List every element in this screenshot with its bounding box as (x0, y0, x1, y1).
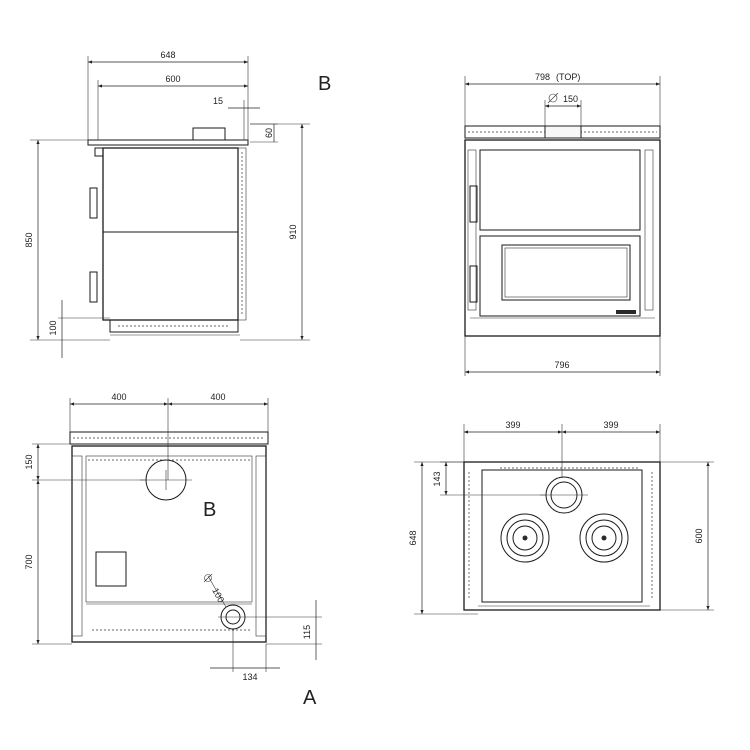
front-view: 798 (TOP) 150 796 (464, 72, 661, 376)
front-oven-window (501, 244, 631, 301)
side-plinth (109, 319, 239, 333)
label-view-b-plan: B (203, 499, 216, 521)
top-hob (481, 469, 643, 603)
rear-left-rail (71, 455, 83, 637)
dim-399-right-text: 399 (603, 420, 618, 430)
dim-798-text: 798 (535, 72, 550, 82)
label-view-b-top: B (318, 73, 331, 95)
dim-150-rear-text: 150 (24, 454, 34, 469)
dim-150-text: 150 (563, 94, 578, 104)
dim-600-top-text: 600 (694, 528, 704, 543)
side-rear-strip (237, 147, 247, 321)
label-view-a: A (303, 687, 317, 709)
top-hotplate-right (579, 513, 629, 563)
dim-100-outlet-text: 100 (210, 586, 226, 604)
rear-panel (85, 455, 253, 603)
top-view: 399 399 143 648 600 (408, 420, 714, 615)
side-top-plate (87, 139, 249, 146)
dim-700-text: 700 (24, 554, 34, 569)
dim-134-text: 134 (242, 672, 257, 682)
front-oven-window-inner (504, 247, 628, 298)
dim-100-leader (207, 575, 227, 608)
diameter-slash-rear (203, 573, 213, 583)
front-handle-upper (469, 185, 478, 223)
front-handle-lower (469, 265, 478, 303)
dim-798-note: (TOP) (556, 72, 580, 82)
front-lower-door (479, 235, 641, 317)
dim-600-text: 600 (165, 74, 180, 84)
front-right-strip (644, 149, 654, 311)
side-handle-lower (89, 271, 98, 303)
dim-796-text: 796 (554, 360, 569, 370)
front-body (464, 139, 661, 337)
rear-body (71, 445, 267, 643)
front-flue (544, 125, 582, 139)
rear-view: 400 400 150 700 100 115 134 B A (24, 392, 322, 709)
front-left-strip (467, 149, 477, 311)
dim-143-text: 143 (432, 471, 442, 486)
rear-square-plate (95, 551, 127, 587)
side-view: 648 600 15 60 850 910 100 B (24, 50, 331, 358)
dim-100-text: 100 (48, 320, 58, 335)
front-badge (616, 310, 636, 314)
side-handle-upper (89, 187, 98, 219)
top-body (463, 461, 661, 611)
diameter-symbol-icon (548, 93, 558, 103)
dim-910-text: 910 (288, 224, 298, 239)
dim-648-top-text: 648 (408, 530, 418, 545)
rear-right-rail (255, 455, 267, 637)
side-knob (94, 147, 104, 157)
dim-850-text: 850 (24, 232, 34, 247)
rear-top-rail (69, 431, 269, 445)
diameter-symbol-rear-icon (204, 574, 212, 582)
side-body (102, 147, 239, 321)
dim-400-left-text: 400 (111, 392, 126, 402)
dim-399-left-text: 399 (505, 420, 520, 430)
side-flue-stub (192, 127, 226, 141)
dim-60-text: 60 (264, 128, 274, 138)
diameter-slash (547, 92, 559, 104)
dim-400-right-text: 400 (210, 392, 225, 402)
dim-648-text: 648 (160, 50, 175, 60)
dim-115-text: 115 (302, 625, 312, 639)
top-hotplate-left (500, 513, 550, 563)
front-upper-door (479, 149, 641, 231)
dim-15-text: 15 (213, 96, 223, 106)
